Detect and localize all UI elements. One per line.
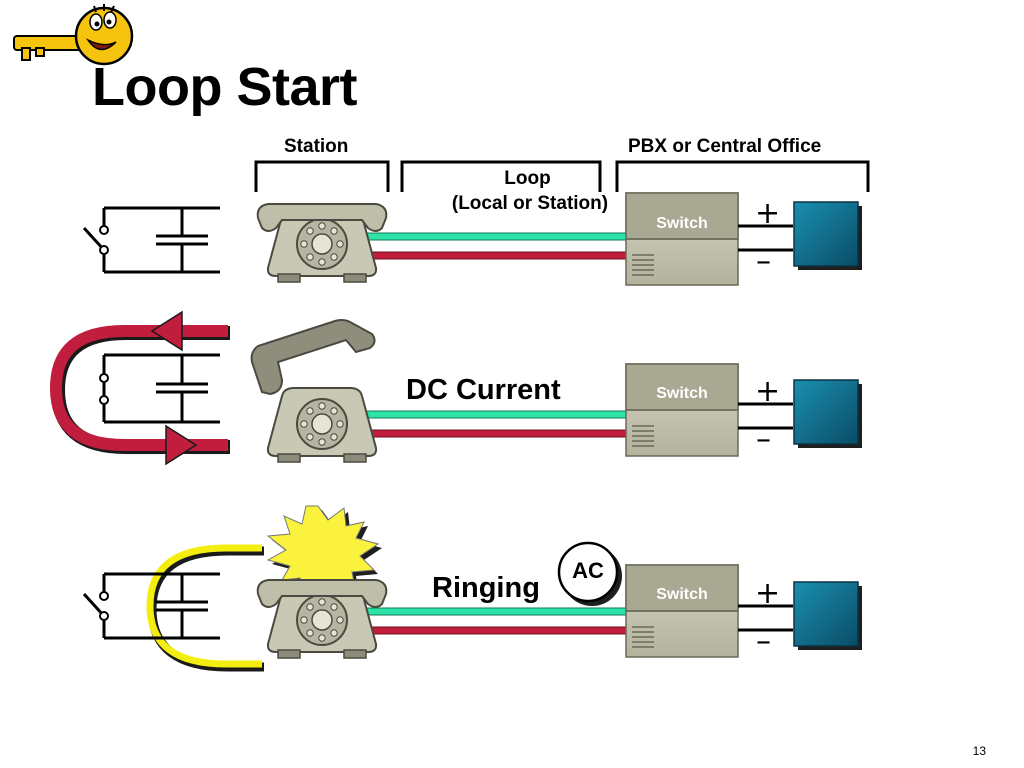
battery-box-icon <box>793 379 863 449</box>
pbx-bracket <box>615 160 870 192</box>
battery-plus: + <box>755 576 781 611</box>
switch-box-icon <box>625 564 739 658</box>
battery-minus: – <box>756 422 771 457</box>
key-mascot-icon <box>13 4 134 66</box>
telephone-icon <box>256 579 388 659</box>
pbx-header: PBX or Central Office <box>628 136 822 157</box>
ring-wire <box>351 251 628 260</box>
switch-box-icon <box>625 192 739 286</box>
station-bracket <box>254 160 390 192</box>
slide-title: Loop Start <box>92 57 357 117</box>
hook-switch-open <box>82 206 220 274</box>
switch-label: Switch <box>656 215 708 232</box>
battery-box-icon <box>793 201 863 271</box>
battery-plus: + <box>755 196 781 231</box>
dc-current-label: DC Current <box>406 374 561 406</box>
ac-source-icon <box>557 541 619 603</box>
loop-header-line1: Loop <box>504 168 551 189</box>
row-ringing <box>82 505 863 672</box>
loop-header-line2: (Local or Station) <box>451 193 609 214</box>
lifted-handset-icon <box>250 319 376 396</box>
switch-box-icon <box>625 363 739 457</box>
row-on-hook <box>82 192 863 286</box>
page-number: 13 <box>972 744 986 758</box>
hook-switch-closed <box>102 353 220 424</box>
telephone-icon <box>266 387 378 463</box>
telephone-icon <box>256 203 388 283</box>
row-off-hook <box>49 310 863 466</box>
switch-label: Switch <box>656 586 708 603</box>
battery-minus: – <box>756 244 771 279</box>
switch-label: Switch <box>656 385 708 402</box>
battery-plus: + <box>755 374 781 409</box>
battery-box-icon <box>793 581 863 651</box>
loop-bracket <box>400 160 602 192</box>
ac-label: AC <box>572 558 604 583</box>
ringing-label: Ringing <box>432 572 540 604</box>
ring-signal-path <box>146 544 262 668</box>
arrow-head-bottom <box>165 424 198 466</box>
arrow-head-top <box>150 310 183 352</box>
tip-wire <box>351 232 628 241</box>
battery-circuit <box>738 224 793 252</box>
battery-minus: – <box>756 624 771 659</box>
station-header: Station <box>284 136 349 157</box>
